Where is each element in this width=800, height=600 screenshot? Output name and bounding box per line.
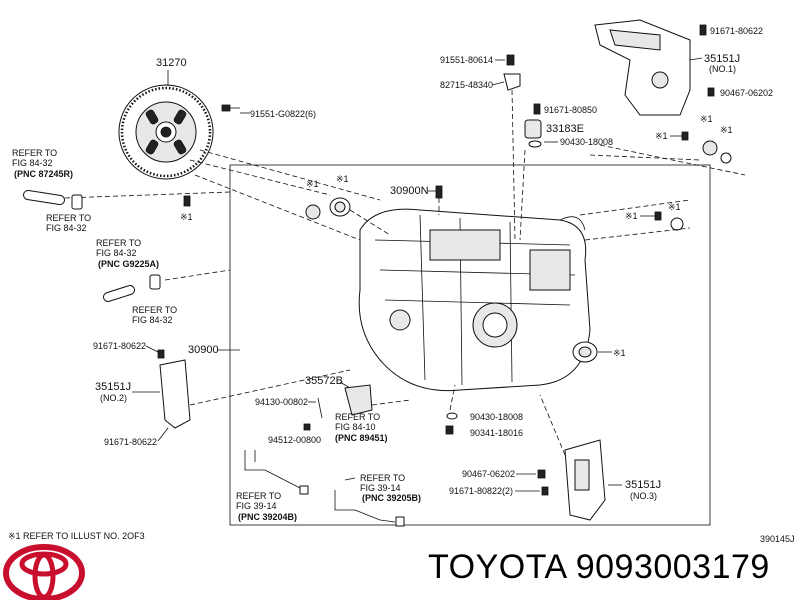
ref2-line1: REFER TO [46, 213, 91, 223]
transaxle-frame [229, 164, 711, 526]
label-35151j-bot: 35151J [625, 479, 661, 491]
mark-5: ※1 [700, 114, 713, 124]
ref5-line3: (PNC 89451) [335, 433, 388, 443]
mark-1: ※1 [180, 212, 193, 222]
label-35151j-bot-no: (NO.3) [630, 491, 657, 501]
label-33183e: 33183E [546, 123, 584, 135]
clutch-disc-31270 [118, 84, 214, 180]
label-90467-top: 90467-06202 [720, 88, 773, 98]
ref7-line1: REFER TO [236, 491, 281, 501]
label-91671-80622-l1: 91671-80622 [93, 341, 146, 351]
label-82715: 82715-48340 [440, 80, 493, 90]
bracket-82715 [503, 73, 521, 91]
mark-8: ※1 [668, 202, 681, 212]
label-31270: 31270 [156, 57, 187, 69]
seal-small [305, 204, 321, 220]
mark-9: ※1 [613, 348, 626, 358]
sensor-30900n [435, 185, 443, 199]
label-91551-80614: 91551-80614 [440, 55, 493, 65]
mark-4: ※1 [655, 131, 668, 141]
brand-part-title: TOYOTA 9093003179 [428, 548, 770, 586]
label-91671-80822: 91671-80822(2) [449, 486, 513, 496]
label-35151j-top-no: (NO.1) [709, 64, 736, 74]
label-35151j-left: 35151J [95, 381, 131, 393]
pipe-39204b [244, 450, 306, 493]
ref4-line1: REFER TO [132, 305, 177, 315]
ref7-line3: (PNC 39204B) [238, 512, 297, 522]
mount-33183e [524, 119, 542, 139]
label-90430-mid: 90430-18008 [470, 412, 523, 422]
ref6-line3: (PNC 39205B) [362, 493, 421, 503]
label-90430-top: 90430-18008 [560, 137, 613, 147]
ref2-line2: FIG 84-32 [46, 223, 87, 233]
bracket-35151j-no2 [159, 359, 191, 429]
ref1-line1: REFER TO [12, 148, 57, 158]
toyota-logo-icon [3, 544, 85, 600]
bolt-91551-g0822 [221, 104, 240, 112]
ref1-line3: (PNC 87245R) [14, 169, 73, 179]
label-90467-bot: 90467-06202 [462, 469, 515, 479]
ref4-line2: FIG 84-32 [132, 315, 173, 325]
diagram-code: 390145J [760, 534, 795, 544]
label-91671-80622-top: 91671-80622 [710, 26, 763, 36]
label-91671-80850: 91671-80850 [544, 105, 597, 115]
label-94512: 94512-00800 [268, 435, 321, 445]
label-35151j-left-no: (NO.2) [100, 393, 127, 403]
mark-7: ※1 [625, 211, 638, 221]
label-91671-80622-l2: 91671-80622 [104, 437, 157, 447]
ref5-line2: FIG 84-10 [335, 422, 376, 432]
footnote: ※1 REFER TO ILLUST NO. 2OF3 [8, 531, 145, 541]
transaxle-assembly-30900 [358, 208, 591, 392]
ref3-line2: FIG 84-32 [96, 248, 137, 258]
mark-3: ※1 [336, 174, 349, 184]
ref3-line3: (PNC G9225A) [98, 259, 159, 269]
label-35572b: 35572B [305, 375, 343, 387]
ref6-line2: FIG 39-14 [360, 483, 401, 493]
mark-2: ※1 [306, 179, 319, 189]
ref1-line2: FIG 84-32 [12, 158, 53, 168]
label-30900n: 30900N [390, 185, 429, 197]
pipe-39205b [334, 490, 396, 523]
ref7-line2: FIG 39-14 [236, 501, 277, 511]
ref5-line1: REFER TO [335, 412, 380, 422]
label-94130: 94130-00802 [255, 397, 308, 407]
label-91551-g0822: 91551-G0822(6) [250, 109, 316, 119]
shift-lever-35572b [344, 384, 373, 416]
label-90341: 90341-18016 [470, 428, 523, 438]
ref3-line1: REFER TO [96, 238, 141, 248]
ref6-line1: REFER TO [360, 473, 405, 483]
mark-6: ※1 [720, 125, 733, 135]
label-35151j-top: 35151J [704, 53, 740, 65]
label-30900: 30900 [188, 344, 219, 356]
